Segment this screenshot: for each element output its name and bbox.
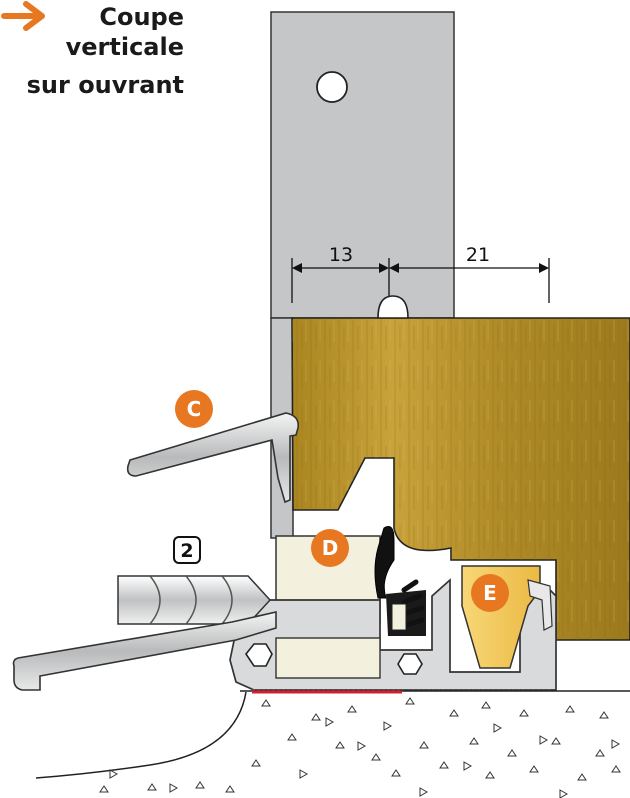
wooden-door-leaf bbox=[291, 295, 630, 641]
title-line-1: Coupe bbox=[99, 3, 184, 31]
concrete-aggregate-pattern bbox=[99, 697, 621, 798]
badge-c: C bbox=[175, 390, 213, 428]
title-line-3: sur ouvrant bbox=[27, 71, 184, 99]
title-block: Coupe verticale sur ouvrant bbox=[1, 1, 184, 99]
dimension-lines: 13 21 bbox=[291, 244, 550, 303]
hexagon-screw-icon bbox=[245, 643, 273, 667]
badge-d-label: D bbox=[322, 536, 339, 560]
badge-e: E bbox=[471, 574, 509, 612]
drip-deflector-part-c bbox=[126, 412, 300, 504]
arrow-right-icon bbox=[1, 1, 45, 31]
badge-e-label: E bbox=[483, 581, 497, 605]
dimension-13-label: 13 bbox=[329, 244, 353, 266]
dimension-21-label: 21 bbox=[466, 244, 490, 266]
drill-bit-icon bbox=[117, 575, 272, 625]
step-2-label: 2 bbox=[180, 540, 193, 562]
badge-c-label: C bbox=[187, 397, 202, 421]
floor-section bbox=[35, 690, 630, 798]
rubber-seal bbox=[374, 526, 426, 636]
ramp-profile bbox=[12, 610, 277, 691]
step-2-box: 2 bbox=[173, 536, 201, 564]
badge-d: D bbox=[311, 529, 349, 567]
hexagon-screw-icon-2 bbox=[397, 653, 423, 675]
fixing-hole-icon bbox=[316, 71, 348, 103]
title-line-2: verticale bbox=[66, 33, 184, 61]
